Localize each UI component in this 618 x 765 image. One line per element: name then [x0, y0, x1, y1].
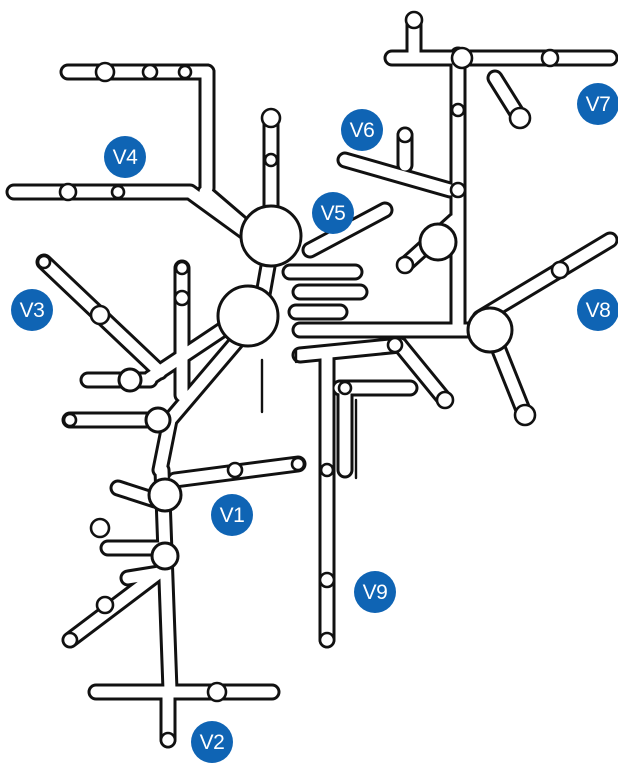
fill-v5-arm [304, 204, 391, 256]
fill-lower-right [394, 339, 451, 406]
bulge [318, 571, 336, 589]
bulge [263, 152, 279, 168]
loop-v3-bulge-fill [122, 372, 138, 388]
bulge [450, 102, 466, 118]
region-badge-label: V5 [321, 202, 346, 225]
bulge [449, 181, 467, 199]
bulge [318, 631, 336, 649]
region-badge-v6: V6 [341, 109, 383, 151]
region-badge-v3: V3 [11, 289, 53, 331]
bulge [435, 390, 455, 410]
region-badge-label: V6 [350, 119, 375, 142]
region-badge-circle [577, 289, 618, 331]
region-badge-label: V7 [586, 93, 611, 116]
bulge [159, 731, 177, 749]
region-badge-v4: V4 [104, 136, 146, 178]
bulge [540, 48, 560, 68]
bulge [173, 289, 191, 307]
loop-right-upper-fill [423, 227, 453, 257]
bulge [58, 182, 78, 202]
bulge [550, 260, 570, 280]
region-badge-circle [341, 109, 383, 151]
bulge [319, 462, 335, 478]
region-badge-label: V9 [363, 581, 388, 604]
single-strand-lines [260, 348, 358, 480]
region-badge-v5: V5 [312, 192, 354, 234]
bulge [513, 403, 537, 427]
region-badge-v7: V7 [577, 83, 618, 125]
bulge [36, 254, 52, 270]
bulge [290, 456, 306, 472]
bulge [89, 304, 111, 326]
region-badge-circle [11, 289, 53, 331]
fill-lower-link [294, 339, 406, 361]
loop-upper-center-fill [244, 209, 298, 263]
bulge [177, 64, 193, 80]
loop-v1-lower-fill [155, 546, 175, 566]
fill-v1-diagonal [64, 566, 166, 646]
bulge [89, 517, 111, 539]
region-badge-circle [354, 571, 396, 613]
bulge [174, 260, 190, 276]
bulge [337, 380, 353, 396]
region-badge-label: V2 [200, 731, 225, 754]
loop-middle-center-fill [221, 289, 275, 343]
bulge [450, 46, 474, 70]
region-badge-label: V4 [113, 146, 139, 169]
bulge [260, 107, 282, 129]
bulge [61, 631, 79, 649]
loop-v1-fill [152, 482, 178, 508]
bulge [110, 184, 126, 200]
region-badge-circle [577, 83, 618, 125]
bulge [226, 461, 244, 479]
loop-inner-fills [122, 209, 509, 566]
bulge [386, 336, 404, 354]
region-badge-v1: V1 [211, 494, 253, 536]
stem-bulges [36, 10, 570, 749]
region-badge-v9: V9 [354, 571, 396, 613]
region-badge-label: V1 [220, 504, 245, 527]
bulge [95, 595, 115, 615]
bulge [396, 126, 414, 144]
bulge [404, 10, 424, 30]
region-badge-v8: V8 [577, 289, 618, 331]
region-badge-v2: V2 [191, 721, 233, 763]
region-badge-label: V3 [20, 299, 45, 322]
bulge [94, 61, 116, 83]
region-badge-circle [104, 136, 146, 178]
bulge [141, 63, 159, 81]
region-badge-label: V8 [586, 299, 611, 322]
region-badge-circle [312, 192, 354, 234]
fill-v8-down [489, 334, 531, 421]
bulge [62, 412, 78, 428]
bulge [508, 106, 532, 130]
bulge [395, 255, 415, 275]
loop-right-junction-fill [471, 311, 509, 349]
fill-v6-arm [339, 154, 456, 196]
region-badge-circle [191, 721, 233, 763]
loop-left-arm-fill [149, 411, 167, 429]
region-badge-circle [211, 494, 253, 536]
fill-v4-junction [199, 186, 246, 228]
fill-v8-diagonal [474, 234, 616, 324]
bulge [206, 681, 228, 703]
